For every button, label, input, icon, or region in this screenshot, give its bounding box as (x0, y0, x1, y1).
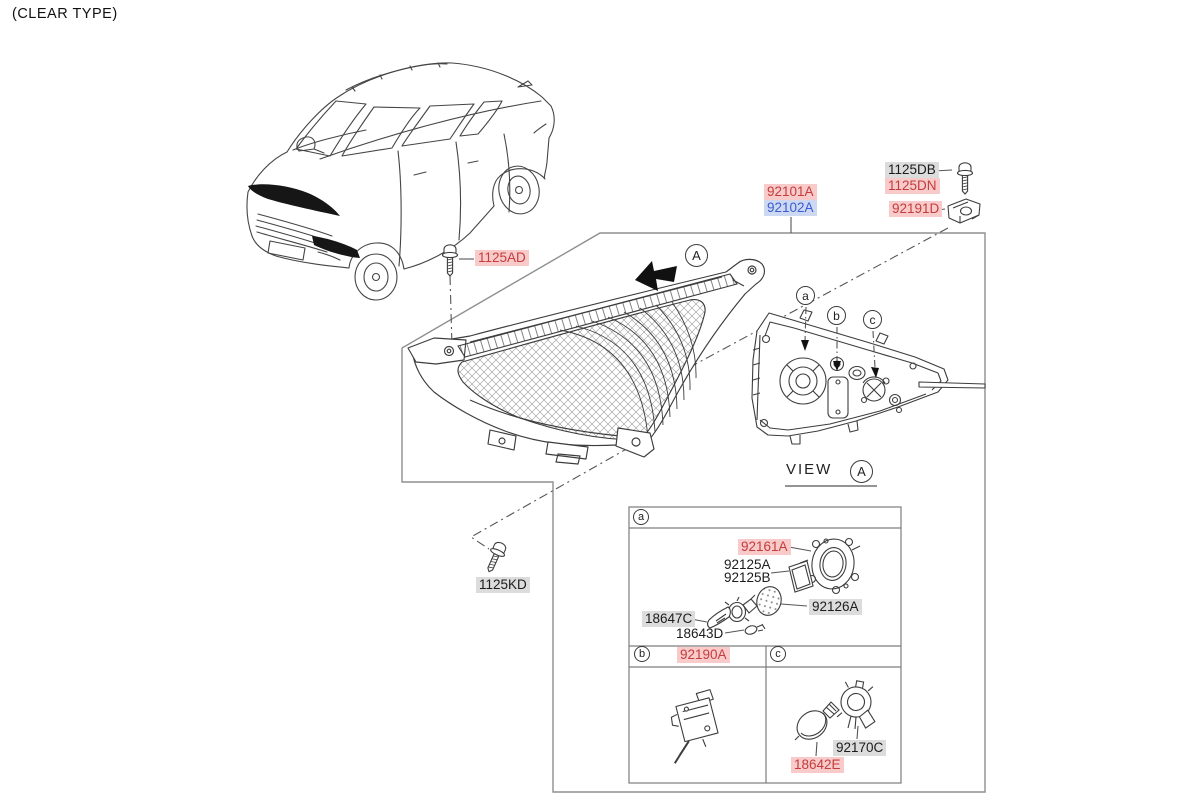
part-label-92125B[interactable]: 92125B (724, 570, 771, 585)
callout-A-arrow: A (685, 244, 708, 267)
callout-leaders (804, 306, 876, 369)
part-label-18643D[interactable]: 18643D (676, 626, 724, 641)
callout-b-rear-view: b (827, 306, 846, 325)
view-label: VIEW (786, 461, 833, 478)
part-label-92101A[interactable]: 92101A (764, 184, 817, 200)
headlamp-rear-view-drawing (751, 309, 986, 445)
bulb-18643D-icon (744, 623, 766, 635)
diagram-frame (401, 232, 986, 793)
page-title: (CLEAR TYPE) (12, 6, 118, 22)
part-label-92161A[interactable]: 92161A (738, 539, 791, 555)
retainer-ring-92161A-icon (799, 537, 861, 595)
part-label-1125DB[interactable]: 1125DB (885, 162, 939, 178)
blackened-headlamp-area (248, 184, 360, 258)
bulb-18642E-icon (794, 701, 840, 741)
view-direction-arrow (635, 261, 677, 291)
bracket-92191D-icon (947, 198, 981, 224)
callout-c-table-header: c (770, 646, 786, 662)
socket-92170C-icon (836, 680, 876, 730)
pad-92125-icon (788, 560, 814, 593)
detail-table-grid (628, 506, 902, 784)
part-label-1125DN[interactable]: 1125DN (885, 178, 940, 194)
callout-arrowheads (801, 340, 879, 378)
part-label-1125AD[interactable]: 1125AD (475, 250, 529, 266)
part-label-1125KD[interactable]: 1125KD (476, 577, 530, 593)
part-label-18647C[interactable]: 18647C (642, 611, 696, 627)
part-label-92125A[interactable]: 92125A (724, 557, 771, 572)
callout-A-view: A (850, 460, 873, 483)
callout-a-table-header: a (633, 509, 649, 525)
part-label-92191D[interactable]: 92191D (889, 201, 943, 217)
disc-92126A-icon (756, 586, 782, 616)
part-label-92126A[interactable]: 92126A (809, 599, 862, 615)
part-label-92102A[interactable]: 92102A (764, 200, 817, 216)
callout-b-table-header: b (634, 646, 650, 662)
bolt-1125AD-icon (441, 244, 459, 277)
bulb-18647C-icon (707, 594, 758, 629)
callout-c-rear-view: c (863, 310, 882, 329)
bolt-1125KD-icon (481, 539, 510, 576)
part-label-92170C[interactable]: 92170C (833, 740, 887, 756)
headlamp-assembly-drawing (407, 258, 765, 465)
bolt-1125DB-icon (956, 162, 974, 195)
part-label-92190A[interactable]: 92190A (677, 647, 730, 663)
leveling-actuator-92190A-icon (670, 689, 719, 764)
callout-a-rear-view: a (796, 286, 815, 305)
car-drawing (246, 62, 555, 301)
part-label-18642E[interactable]: 18642E (791, 757, 844, 773)
